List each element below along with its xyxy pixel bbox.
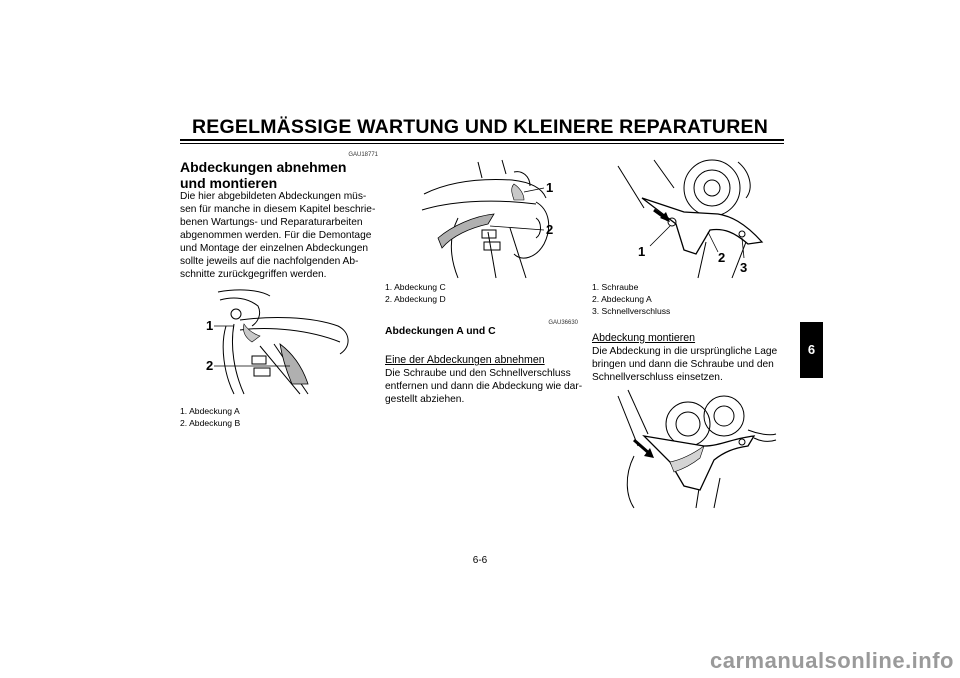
callout-number: 1 — [546, 180, 553, 195]
callout-number: 2 — [718, 250, 725, 265]
caption-item: 3. Schnellverschluss — [592, 306, 671, 316]
section-heading: Abdeckungen abnehmen und montieren — [180, 159, 347, 191]
callout-number: 1 — [206, 318, 213, 333]
instruction-paragraph: Die Abdeckung in die ursprüngliche Lage … — [592, 345, 792, 384]
text-line: entfernen und dann die Abdeckung wie dar… — [385, 381, 583, 392]
caption-item: 2. Abdeckung A — [592, 294, 652, 304]
cover-installation-illustration — [617, 389, 777, 509]
text-line: Die Schraube und den Schnellverschluss — [385, 368, 571, 379]
caption-item: 2. Abdeckung D — [385, 294, 446, 304]
figure-caption-list: 1. Abdeckung A 2. Abdeckung B — [180, 405, 370, 429]
callout-number: 1 — [638, 244, 645, 259]
page-number: 6-6 — [472, 555, 488, 566]
watermark: carmanualsonline.info — [710, 648, 954, 673]
section-heading: Abdeckungen A und C — [385, 326, 496, 337]
caption-item: 1. Abdeckung C — [385, 282, 446, 292]
header-rule-thin — [180, 143, 784, 144]
motorcycle-left-side-illustration: 1 2 — [206, 289, 349, 395]
text-line: bringen und dann die Schraube und den — [592, 359, 774, 370]
callout-number: 2 — [546, 222, 553, 237]
text-line: sollte jeweils auf die nachfolgenden Ab- — [180, 256, 359, 267]
figure-installation — [614, 386, 780, 510]
text-line: sen für manche in diesem Kapitel beschri… — [180, 204, 376, 215]
cover-removal-illustration: 1 2 3 — [617, 159, 764, 279]
sub-heading: Abdeckung montieren — [592, 332, 696, 344]
text-line: Die hier abgebildeten Abdeckungen müs- — [180, 191, 367, 202]
header-rule-thick — [180, 139, 784, 141]
text-line: schnitte zurückgegriffen werden. — [180, 269, 327, 280]
figure-caption-list: 1. Abdeckung C 2. Abdeckung D — [385, 281, 575, 305]
callout-number: 3 — [740, 260, 747, 275]
figure-removal: 1 2 3 — [614, 158, 772, 280]
text-line: und Montage der einzelnen Abdeckungen — [180, 243, 369, 254]
text-line: Die Abdeckung in die ursprüngliche Lage — [592, 346, 778, 357]
instruction-paragraph: Die Schraube und den Schnellverschluss e… — [385, 367, 585, 406]
page-title: REGELMÄSSIGE WARTUNG UND KLEINERE REPARA… — [192, 116, 768, 138]
figure-caption-list: 1. Schraube 2. Abdeckung A 3. Schnellver… — [592, 281, 782, 317]
intro-paragraph: Die hier abgebildeten Abdeckungen müs- s… — [180, 190, 380, 281]
callout-number: 2 — [206, 358, 213, 373]
motorcycle-right-side-illustration: 1 2 — [421, 159, 553, 279]
chapter-tab: 6 — [800, 322, 823, 378]
text-line: gestellt abziehen. — [385, 394, 465, 405]
caption-item: 1. Abdeckung A — [180, 406, 240, 416]
caption-item: 1. Schraube — [592, 282, 639, 292]
text-line: Schnellverschluss einsetzen. — [592, 372, 723, 383]
section-code: GAU36630 — [548, 320, 578, 326]
text-line: benen Wartungs- und Reparaturarbeiten — [180, 217, 363, 228]
sub-heading: Eine der Abdeckungen abnehmen — [385, 354, 545, 366]
section-code: GAU18771 — [348, 152, 378, 158]
figure-covers-c-d: 1 2 — [418, 158, 564, 280]
figure-covers-a-b: 1 2 — [200, 286, 360, 398]
text-line: abgenommen werden. Für die Demontage — [180, 230, 372, 241]
caption-item: 2. Abdeckung B — [180, 418, 241, 428]
